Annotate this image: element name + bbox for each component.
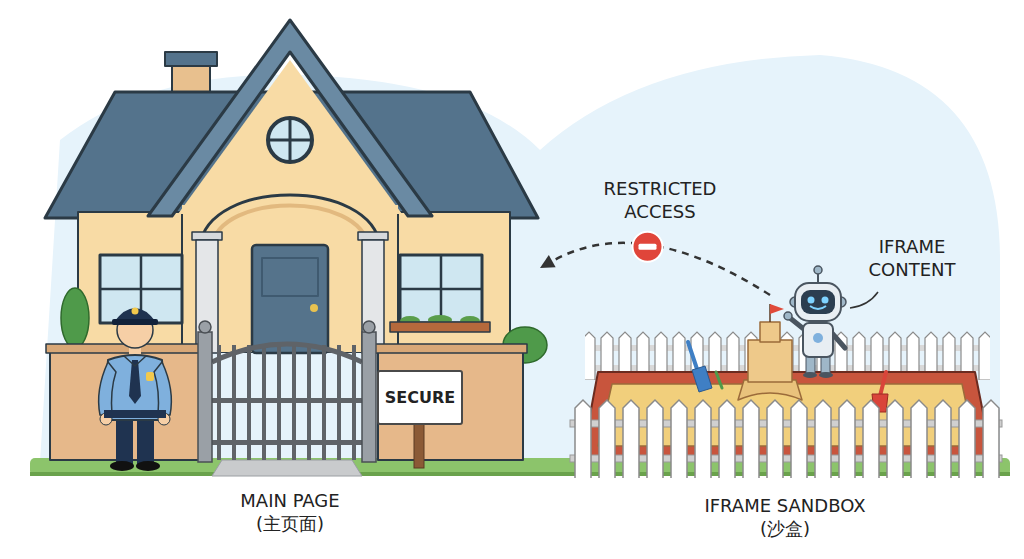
main-page-node: MAIN PAGE (主页面) SECURE bbox=[40, 20, 540, 550]
sign-text: SECURE bbox=[385, 388, 455, 407]
callout-label: IFRAME CONTENT bbox=[855, 236, 970, 281]
front-fence bbox=[570, 398, 1002, 478]
sign-board: SECURE bbox=[377, 370, 463, 425]
police-officer bbox=[99, 308, 172, 472]
node-caption: MAIN PAGE (主页面) bbox=[225, 490, 355, 535]
arrow-head bbox=[540, 255, 556, 268]
no-entry-symbol bbox=[633, 232, 663, 262]
leader-line bbox=[850, 292, 878, 308]
gate bbox=[198, 321, 376, 462]
house bbox=[45, 20, 547, 460]
node-caption: IFRAME SANDBOX (沙盒) bbox=[690, 495, 880, 540]
sandbox-node: IFRAME SANDBOX (沙盒) bbox=[570, 295, 1000, 550]
edge-label: RESTRICTED ACCESS bbox=[590, 178, 730, 223]
robot bbox=[784, 266, 846, 378]
sign-post bbox=[414, 420, 424, 468]
